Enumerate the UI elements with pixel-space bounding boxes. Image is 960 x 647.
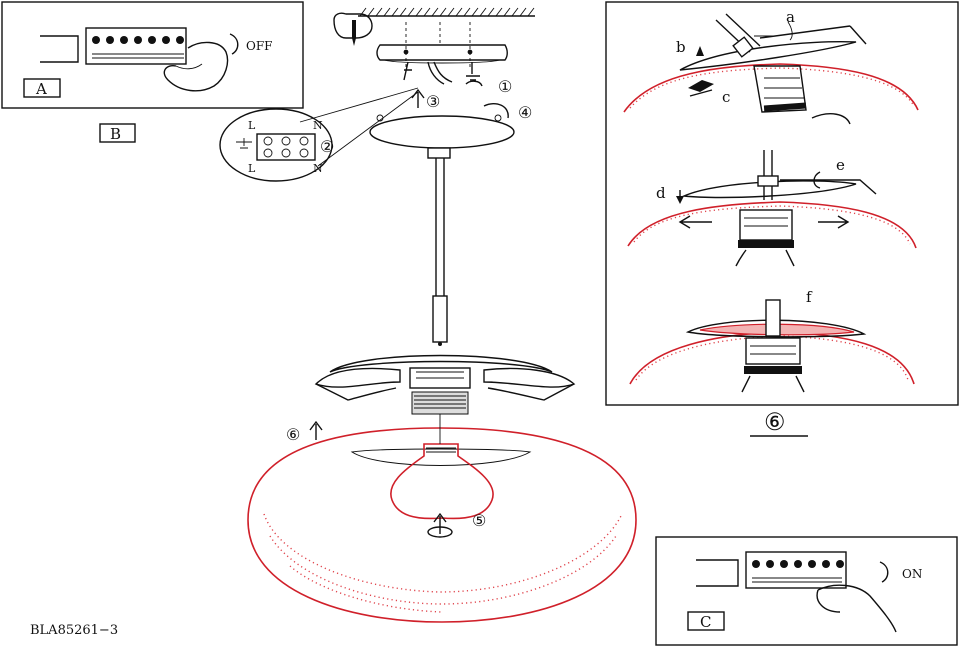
left-arrow-de	[678, 215, 712, 229]
allen-key-e	[780, 179, 877, 195]
drill-icon	[333, 12, 373, 39]
earth-icon	[236, 138, 252, 149]
ceiling-mount: ① ③ ④	[333, 7, 535, 149]
panel-a: OFF A	[1, 1, 304, 109]
holder-arm-left	[314, 367, 401, 388]
rotate-arrow-4	[483, 102, 509, 119]
rod-f	[765, 299, 781, 337]
panel-c: ON C	[655, 536, 958, 646]
terminal-l-top: L	[248, 119, 256, 132]
detail-step-de: e d	[627, 150, 917, 267]
terminal-screws-a	[92, 36, 184, 59]
terminal-block-a	[85, 27, 187, 65]
shade-outline	[247, 427, 637, 623]
screw-left	[403, 61, 412, 81]
terminal-detail: L N L N ②	[219, 87, 419, 182]
rotate-arrow-c	[879, 561, 889, 583]
model-code: BLA85261−3	[30, 623, 118, 638]
up-arrow-3	[411, 88, 425, 108]
terminal-detail-circle	[219, 108, 333, 182]
rod-de	[763, 150, 773, 200]
step-6-title: ⑥	[764, 408, 786, 436]
panel-c-tag	[687, 611, 725, 631]
detail-step-f: f	[629, 288, 915, 393]
up-arrow-6	[309, 420, 323, 440]
shade-opening	[350, 448, 532, 466]
step-4-label: ④	[518, 103, 532, 122]
terminal-n-top: N	[313, 119, 323, 132]
rotate-arrow-5	[427, 526, 453, 538]
step-6-label: ⑥	[286, 425, 300, 444]
panel-c-label: C	[700, 613, 711, 631]
socket-de	[739, 209, 793, 241]
terminal-block-b	[256, 133, 316, 161]
detail-d-label: d	[656, 184, 666, 202]
holder-arm-right	[483, 367, 576, 388]
detail-panel-6: a b c e d	[605, 1, 959, 437]
canopy-cover	[369, 115, 515, 149]
hand-c	[816, 584, 897, 633]
conduit-c	[696, 559, 739, 587]
hand-a	[163, 41, 229, 92]
pendant-rod	[427, 147, 451, 346]
panel-a-tag	[23, 78, 61, 98]
step-1-label: ①	[498, 77, 512, 96]
screw-right	[466, 62, 480, 81]
detail-step-abc: a b c	[623, 8, 919, 125]
socket-abc	[753, 65, 807, 113]
detail-f-label: f	[806, 288, 813, 306]
panel-b-label: B	[110, 125, 121, 143]
right-arrow-de	[818, 215, 850, 229]
panel-b-tag	[99, 123, 136, 143]
rod-top-cap	[427, 147, 451, 159]
panel-a-label: A	[35, 80, 47, 98]
socket-f	[745, 337, 801, 365]
conduit-a	[40, 35, 79, 63]
step-3-label: ③	[426, 92, 440, 111]
step-5-label: ⑤	[472, 511, 486, 530]
detail-b-label: b	[676, 38, 686, 56]
light-bulb	[390, 443, 494, 520]
shade-edge-de	[627, 201, 917, 249]
mounting-plate	[376, 44, 508, 61]
supply-wires	[427, 61, 453, 85]
terminal-screws-c	[752, 560, 844, 583]
holder-plate-f	[685, 319, 867, 338]
step-2-label: ②	[320, 137, 334, 156]
lamp-socket-thread	[411, 391, 469, 415]
rod-coupler	[432, 295, 448, 343]
glass-shade: ⑤	[247, 414, 637, 623]
terminal-n-bottom: N	[313, 162, 323, 175]
up-arrow-5	[433, 512, 447, 534]
holder-plate-top	[329, 354, 553, 373]
terminal-l-bottom: L	[248, 162, 256, 175]
switch-on-label: ON	[902, 567, 922, 581]
terminal-block-c	[745, 551, 847, 589]
detail-e-label: e	[836, 156, 845, 174]
detail-a-label: a	[786, 8, 795, 26]
holder-plate-de	[681, 180, 857, 199]
detail-c-label: c	[722, 88, 730, 106]
rotate-arrow-a	[229, 33, 239, 55]
holder-plate-abc	[679, 41, 857, 71]
switch-off-label: OFF	[246, 39, 273, 53]
shade-edge-abc	[623, 63, 919, 113]
shade-holder: ⑥	[286, 354, 576, 444]
rod	[435, 158, 445, 300]
